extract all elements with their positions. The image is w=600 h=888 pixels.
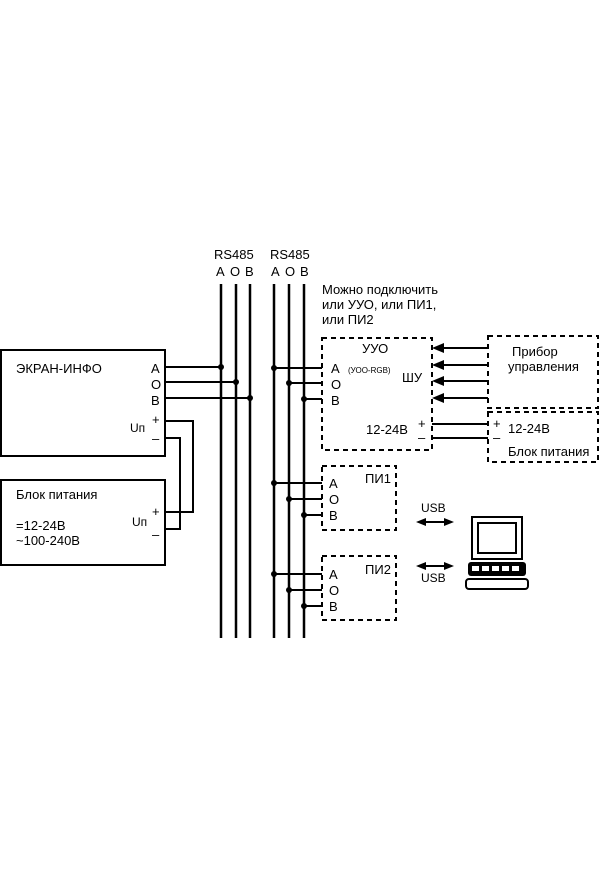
rs485-bus-1	[219, 284, 252, 638]
psu-small-title: Блок питания	[508, 444, 589, 459]
usb-label-pi1: USB	[421, 501, 446, 515]
psu-main-title: Блок питания	[16, 487, 97, 502]
uuo-plus: +	[418, 416, 426, 431]
pi1-title: ПИ1	[365, 471, 391, 486]
uuo-bus-wires	[271, 365, 322, 402]
pi1-terminal-a: A	[329, 476, 338, 491]
bus1-title: RS485	[214, 247, 254, 262]
psu-main-minus: –	[152, 527, 160, 542]
uuo-voltage: 12-24В	[366, 422, 408, 437]
pi2-terminal-a: A	[329, 567, 338, 582]
main-power-supply: Блок питания =12-24В ~100-240В Uп + –	[0, 479, 166, 566]
ekran-title: ЭКРАН-ИНФО	[16, 361, 102, 376]
psu-main-voltage-dc: =12-24В	[16, 518, 66, 533]
uuo-power-wires	[432, 423, 488, 439]
control-device-block: Прибор управления	[487, 335, 599, 409]
ekran-minus: –	[152, 431, 160, 446]
svg-text:или УУО, или ПИ1,: или УУО, или ПИ1,	[322, 297, 436, 312]
svg-text:или ПИ2: или ПИ2	[322, 312, 374, 327]
rs485-bus-2	[272, 284, 306, 638]
uuo-terminal-b: B	[331, 393, 340, 408]
pi2-block: ПИ2 A O B	[321, 555, 397, 621]
bus2-label-a: A	[271, 264, 280, 279]
pi2-terminal-o: O	[329, 583, 339, 598]
uuo-block: УУО (УОО-RGB) ШУ A O B 12-24В + –	[321, 337, 433, 451]
bus2-label-b: B	[300, 264, 309, 279]
ekran-terminal-b: B	[151, 393, 160, 408]
pi1-bus-wires	[271, 480, 322, 518]
ekran-info-block: ЭКРАН-ИНФО A O B Uп + –	[0, 349, 166, 457]
pi1-block: ПИ1 A O B	[321, 465, 397, 531]
control-arrows	[432, 343, 488, 403]
uuo-title: УУО	[362, 341, 388, 356]
uuo-terminal-a: A	[331, 361, 340, 376]
computer-icon	[465, 516, 529, 590]
svg-text:Можно подключить: Можно подключить	[322, 282, 438, 297]
connection-note: Можно подключить или УУО, или ПИ1, или П…	[322, 282, 438, 327]
psu-main-voltage-ac: ~100-240В	[16, 533, 80, 548]
bus2-label-o: O	[285, 264, 295, 279]
usb-link-pi1: USB	[416, 501, 454, 526]
ekran-terminal-o: O	[151, 377, 161, 392]
ekran-power-label: Uп	[130, 421, 145, 435]
device-title-line1: Прибор	[512, 344, 558, 359]
uuo-shu-label: ШУ	[402, 370, 423, 385]
power-wires	[165, 420, 194, 530]
psu-main-plus: +	[152, 504, 160, 519]
uuo-terminal-o: O	[331, 377, 341, 392]
pi1-terminal-b: B	[329, 508, 338, 523]
psu-small-minus: –	[493, 430, 501, 445]
pi2-bus-wires	[271, 571, 322, 609]
pi2-title: ПИ2	[365, 562, 391, 577]
pi2-terminal-b: B	[329, 599, 338, 614]
psu-small-plus: +	[493, 416, 501, 431]
device-title-line2: управления	[508, 359, 579, 374]
ekran-terminal-a: A	[151, 361, 160, 376]
psu-main-power-label: Uп	[132, 515, 147, 529]
ekran-plus: +	[152, 412, 160, 427]
bus1-label-a: A	[216, 264, 225, 279]
pi1-terminal-o: O	[329, 492, 339, 507]
bus1-label-b: B	[245, 264, 254, 279]
psu-small-voltage: 12-24В	[508, 421, 550, 436]
small-power-supply: + – 12-24В Блок питания	[487, 411, 599, 463]
bus1-label-o: O	[230, 264, 240, 279]
bus2-title: RS485	[270, 247, 310, 262]
ekran-bus-wires	[165, 364, 253, 401]
uuo-subtitle: (УОО-RGB)	[348, 366, 391, 375]
uuo-minus: –	[418, 430, 426, 445]
usb-label-pi2: USB	[421, 571, 446, 585]
usb-link-pi2: USB	[416, 562, 454, 585]
